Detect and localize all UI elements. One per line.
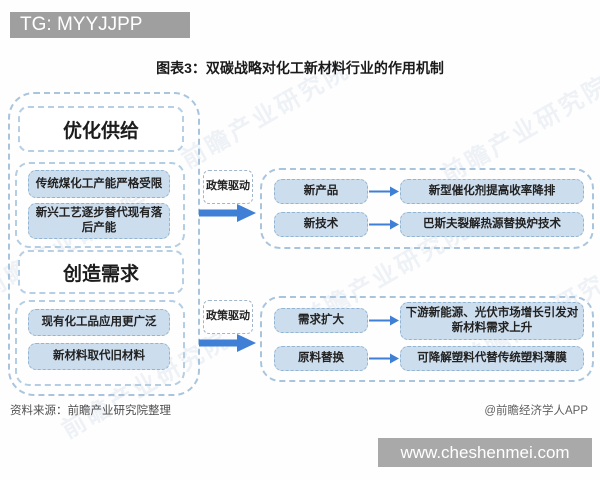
- effect-label-box: 新技术: [274, 212, 368, 237]
- source-note: 资料来源：前瞻产业研究院整理: [10, 405, 171, 417]
- right-arrow-icon: [199, 204, 256, 222]
- effect-result-box: 新型催化剂提高收率降排: [400, 179, 584, 204]
- credit-note: @前瞻经济学人APP: [484, 405, 588, 417]
- right-demand-container: [260, 296, 594, 382]
- supply-group-container: [15, 162, 185, 248]
- connector-arrow-icon: [369, 219, 399, 230]
- tg-watermark-banner: TG: MYYJJPP: [10, 12, 190, 38]
- website-watermark-banner: www.cheshenmei.com: [378, 438, 592, 467]
- policy-driver-box: 政策驱动: [203, 300, 253, 334]
- supply-item-box: 传统煤化工产能严格受限: [28, 170, 170, 198]
- policy-driver-box: 政策驱动: [203, 170, 253, 204]
- demand-item-box: 新材料取代旧材料: [28, 343, 170, 370]
- supply-header-box: 优化供给: [18, 106, 184, 152]
- demand-header-box: 创造需求: [18, 250, 184, 294]
- effect-result-box: 下游新能源、光伏市场增长引发对新材料需求上升: [400, 302, 584, 340]
- effect-result-box: 可降解塑料代替传统塑料薄膜: [400, 346, 584, 371]
- right-arrow-icon: [199, 334, 256, 352]
- effect-label-box: 需求扩大: [274, 308, 368, 333]
- effect-result-box: 巴斯夫裂解热源替换炉技术: [400, 212, 584, 237]
- demand-item-box: 现有化工品应用更广泛: [28, 309, 170, 336]
- demand-group-container: [15, 300, 185, 386]
- effect-label-box: 原料替换: [274, 346, 368, 371]
- right-supply-container: [260, 168, 594, 249]
- figure-title: 图表3：双碳战略对化工新材料行业的作用机制: [156, 60, 444, 76]
- connector-arrow-icon: [369, 315, 399, 326]
- left-panel-container: [8, 92, 200, 396]
- connector-arrow-icon: [369, 186, 399, 197]
- effect-label-box: 新产品: [274, 179, 368, 204]
- connector-arrow-icon: [369, 353, 399, 364]
- supply-item-box: 新兴工艺逐步替代现有落后产能: [28, 203, 170, 239]
